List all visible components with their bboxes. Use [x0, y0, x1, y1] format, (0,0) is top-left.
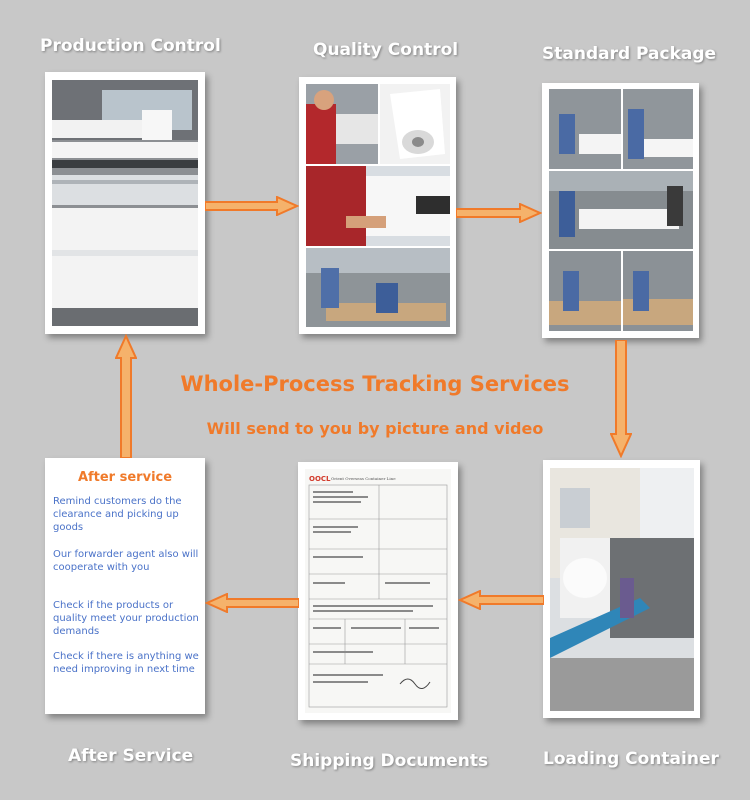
arrow-documents-to-after-service-icon [205, 593, 299, 613]
shipping-documents-card: OOCL Orient Overseas Container Line [298, 462, 458, 720]
production-line-photo [52, 80, 198, 326]
tagline-sub: Will send to you by picture and video [0, 419, 750, 438]
package-photo-3 [549, 171, 693, 249]
step-title-loading-container: Loading Container [543, 749, 719, 769]
arrow-loading-to-documents-icon [458, 590, 544, 610]
step-title-standard-package: Standard Package [542, 44, 716, 64]
after-service-item-3: Check if the products or quality meet yo… [53, 599, 199, 638]
step-title-shipping-documents: Shipping Documents [290, 751, 488, 771]
step-title-production-control: Production Control [40, 36, 221, 56]
package-photo-5 [623, 251, 693, 331]
arrow-package-to-loading-icon [610, 340, 632, 458]
step-title-quality-control: Quality Control [313, 40, 458, 60]
step-title-after-service: After Service [68, 746, 193, 766]
arrow-quality-to-package-icon [456, 203, 542, 223]
loading-container-card [543, 460, 700, 718]
after-service-item-2: Our forwarder agent also will cooperate … [53, 548, 199, 574]
package-photo-2 [623, 89, 693, 169]
quality-check-photo-4 [306, 248, 450, 327]
arrow-production-to-quality-icon [205, 196, 299, 216]
after-service-item-1: Remind customers do the clearance and pi… [53, 495, 199, 534]
after-service-item-4: Check if there is anything we need impro… [53, 650, 199, 676]
quality-check-photo-2 [380, 84, 450, 164]
package-photo-4 [549, 251, 621, 331]
arrow-after-service-to-production-icon [115, 334, 137, 458]
tagline-main: Whole-Process Tracking Services [0, 372, 750, 396]
bill-of-lading-document: OOCL Orient Overseas Container Line [305, 469, 451, 713]
package-photo-1 [549, 89, 621, 169]
quality-check-photo-3 [306, 166, 450, 246]
quality-check-photo-1 [306, 84, 378, 164]
after-service-card: After service Remind customers do the cl… [45, 458, 205, 714]
after-service-heading: After service [45, 470, 205, 485]
production-control-card [45, 72, 205, 334]
quality-control-card [299, 77, 456, 334]
standard-package-card [542, 83, 699, 338]
loading-container-photo [550, 468, 694, 711]
